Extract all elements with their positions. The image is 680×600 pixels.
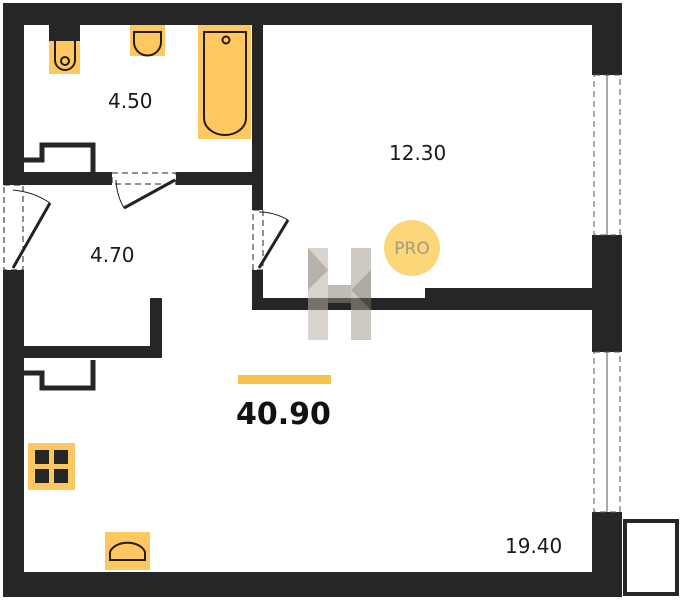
room-area-bedroom: 12.30 — [389, 141, 446, 165]
room-area-living: 19.40 — [505, 534, 562, 558]
outer-wall-bottom — [3, 572, 622, 597]
pro-badge-text: PRO — [394, 239, 429, 259]
outer-wall-right-1 — [592, 3, 622, 75]
bath-wall-vertical — [252, 25, 263, 210]
balcony — [623, 519, 679, 596]
outer-wall-right-3 — [592, 512, 622, 597]
kitchen-shaft — [24, 360, 96, 391]
bathroom-door[interactable] — [123, 178, 176, 210]
pro-badge — [384, 220, 440, 276]
outer-wall-left-upper — [3, 3, 24, 185]
fixtures — [28, 25, 251, 570]
entrance-door[interactable] — [11, 202, 52, 269]
bath-shaft — [24, 142, 96, 172]
hall-stub-wall — [150, 298, 162, 358]
walls — [3, 3, 622, 597]
bedroom-wall-vertical — [252, 270, 263, 310]
bedroom-wall-thick — [425, 288, 592, 310]
total-area: 40.90 — [236, 397, 331, 432]
room-area-hallway: 4.70 — [90, 243, 135, 267]
watermark-logo — [308, 248, 371, 340]
room-area-bathroom: 4.50 — [108, 89, 153, 113]
hall-wall-horizontal — [24, 346, 162, 358]
doors — [3, 172, 290, 271]
bath-wall-right — [176, 172, 263, 185]
outer-wall-right-2 — [592, 235, 622, 352]
kitchen-sink-icon — [105, 532, 150, 570]
outer-wall-top — [3, 3, 622, 25]
bedroom-door[interactable] — [257, 219, 290, 269]
bathroom-sink-icon — [130, 25, 165, 56]
windows — [593, 74, 621, 513]
total-area-bar — [238, 375, 331, 384]
outer-wall-left-lower — [3, 270, 24, 597]
bath-wall-left — [24, 172, 112, 185]
shafts — [24, 142, 96, 391]
